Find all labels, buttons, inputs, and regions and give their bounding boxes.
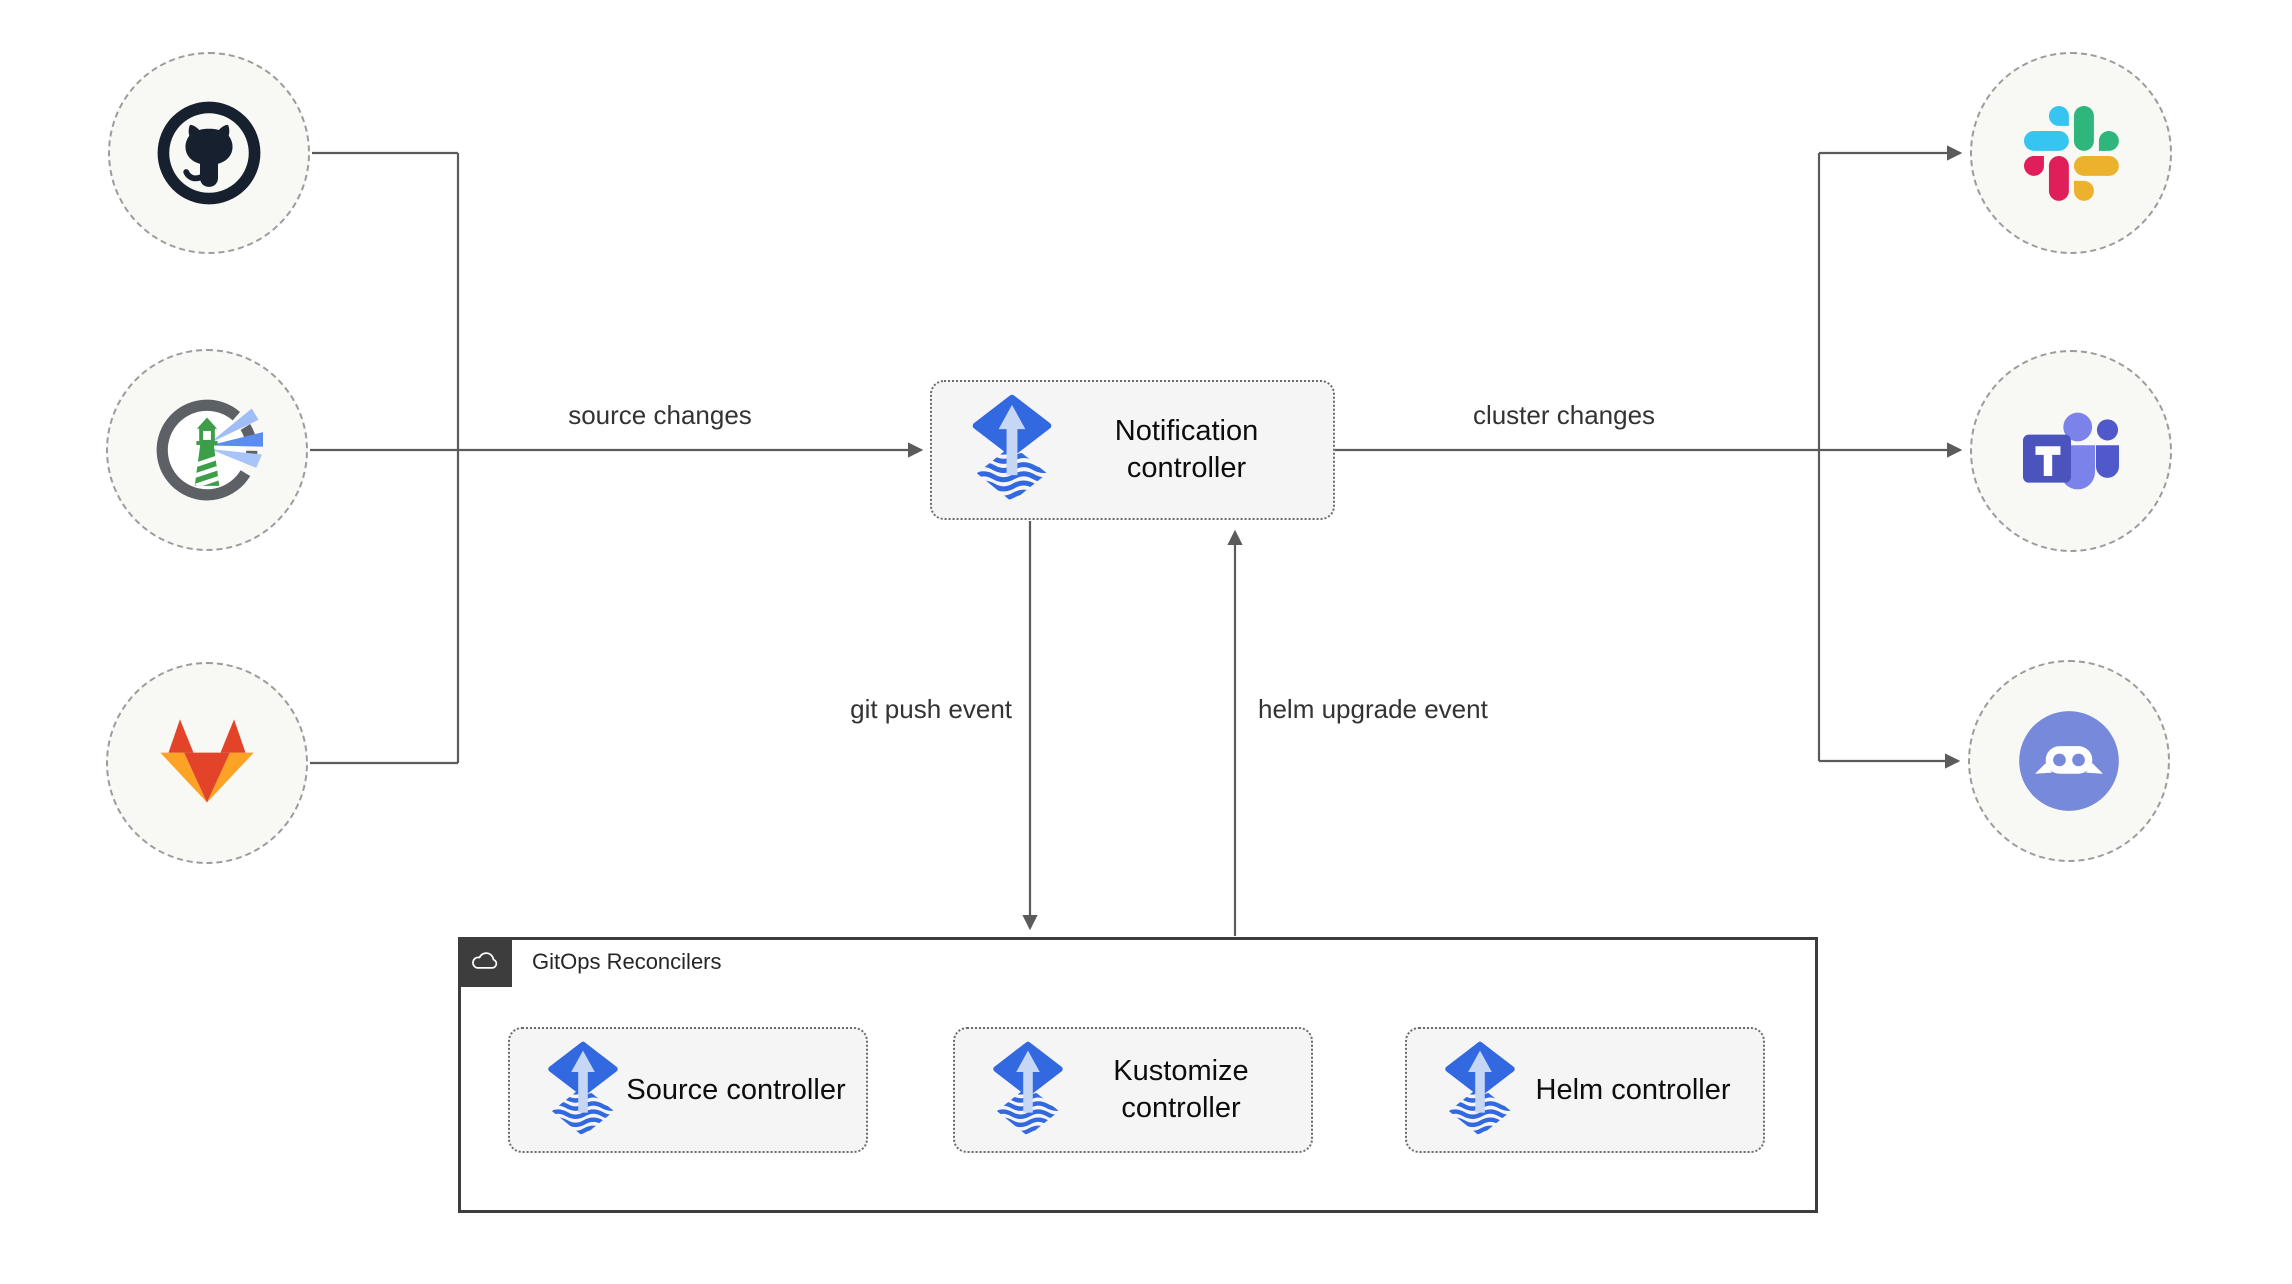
flux-icon (1443, 1041, 1517, 1140)
ms-teams-icon (2023, 412, 2119, 490)
github-icon (157, 101, 261, 205)
flux-icon (970, 394, 1054, 506)
target-node-ms-teams (1970, 350, 2172, 552)
source-controller-node: Source controller (508, 1027, 868, 1153)
cloud-icon (472, 952, 498, 969)
target-node-discord (1968, 660, 2170, 862)
source-changes-label: source changes (568, 400, 752, 430)
slack-icon (2023, 105, 2119, 201)
kustomize-controller-label: Kustomize controller (1113, 1055, 1249, 1124)
notification-controller-label: Notification controller (1114, 415, 1259, 484)
source-node-harbor (106, 349, 308, 551)
kustomize-controller-node: Kustomize controller (953, 1027, 1313, 1153)
gitops-reconcilers-title: GitOps Reconcilers (532, 949, 722, 974)
notification-controller-node: Notification controller (930, 380, 1335, 520)
gitops-group-tab (458, 937, 512, 987)
harbor-icon (156, 399, 263, 501)
target-node-slack (1970, 52, 2172, 254)
discord-icon (2019, 711, 2119, 811)
flux-icon (991, 1041, 1065, 1140)
helm-upgrade-event-label: helm upgrade event (1258, 694, 1488, 724)
source-node-gitlab (106, 662, 308, 864)
helm-controller-label: Helm controller (1535, 1073, 1731, 1106)
source-node-github (108, 52, 310, 254)
git-push-event-label: git push event (850, 694, 1012, 724)
helm-controller-node: Helm controller (1405, 1027, 1765, 1153)
cluster-changes-label: cluster changes (1472, 400, 1656, 430)
flux-icon (546, 1041, 620, 1140)
gitlab-icon (160, 719, 254, 803)
source-controller-label: Source controller (626, 1073, 846, 1106)
